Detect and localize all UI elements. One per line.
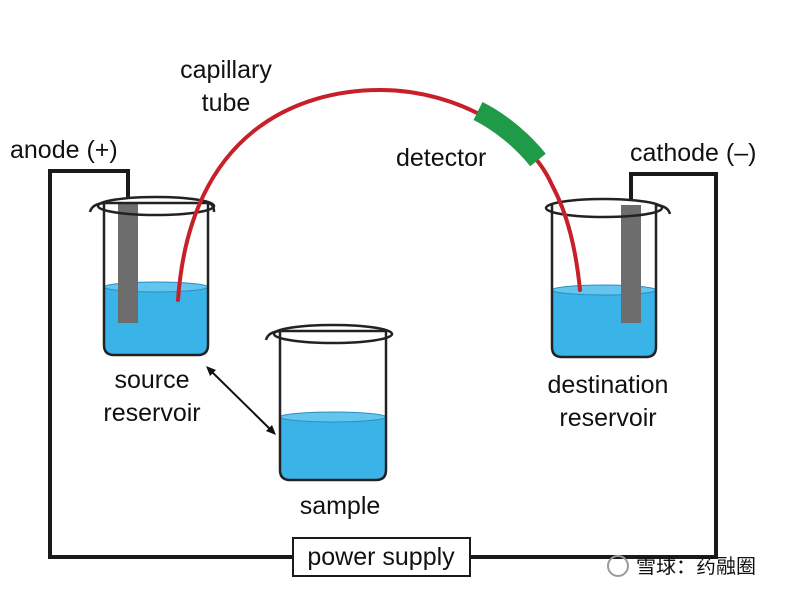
capillary-tube-label-line1: capillary <box>180 56 272 84</box>
sample-liquid-surface <box>279 411 387 423</box>
circuit-wire-right <box>470 172 718 559</box>
detector <box>473 102 546 167</box>
watermark-logo-icon <box>607 555 629 577</box>
sample-liquid <box>280 417 386 480</box>
anode-electrode <box>118 204 138 323</box>
destination-reservoir-label-line2: reservoir <box>559 404 656 432</box>
cathode-electrode <box>621 205 641 323</box>
transfer-arrow <box>206 366 276 435</box>
sample-label: sample <box>300 492 381 520</box>
cathode-label: cathode (–) <box>630 139 756 167</box>
detector-label: detector <box>396 144 486 172</box>
source-reservoir-label-line2: reservoir <box>103 399 200 427</box>
power-supply-box <box>292 537 471 577</box>
destination-reservoir-label-line1: destination <box>548 371 669 399</box>
capillary-tube-label-line2: tube <box>202 89 251 117</box>
watermark-text: 雪球：药融圈 <box>636 555 756 578</box>
capillary-tube <box>176 87 582 302</box>
sample-beaker-rim <box>272 323 394 345</box>
destination-reservoir-beaker <box>544 197 672 359</box>
source-beaker-rim <box>96 195 216 217</box>
watermark: 雪球：药融圈 <box>607 555 756 578</box>
destination-beaker-rim <box>544 197 664 219</box>
circuit-wire <box>48 169 293 559</box>
source-reservoir-beaker <box>88 195 216 357</box>
anode-label: anode (+) <box>10 136 118 164</box>
sample-beaker <box>264 323 394 482</box>
power-supply-label: power supply <box>307 543 455 571</box>
source-reservoir-label-line1: source <box>114 366 189 394</box>
